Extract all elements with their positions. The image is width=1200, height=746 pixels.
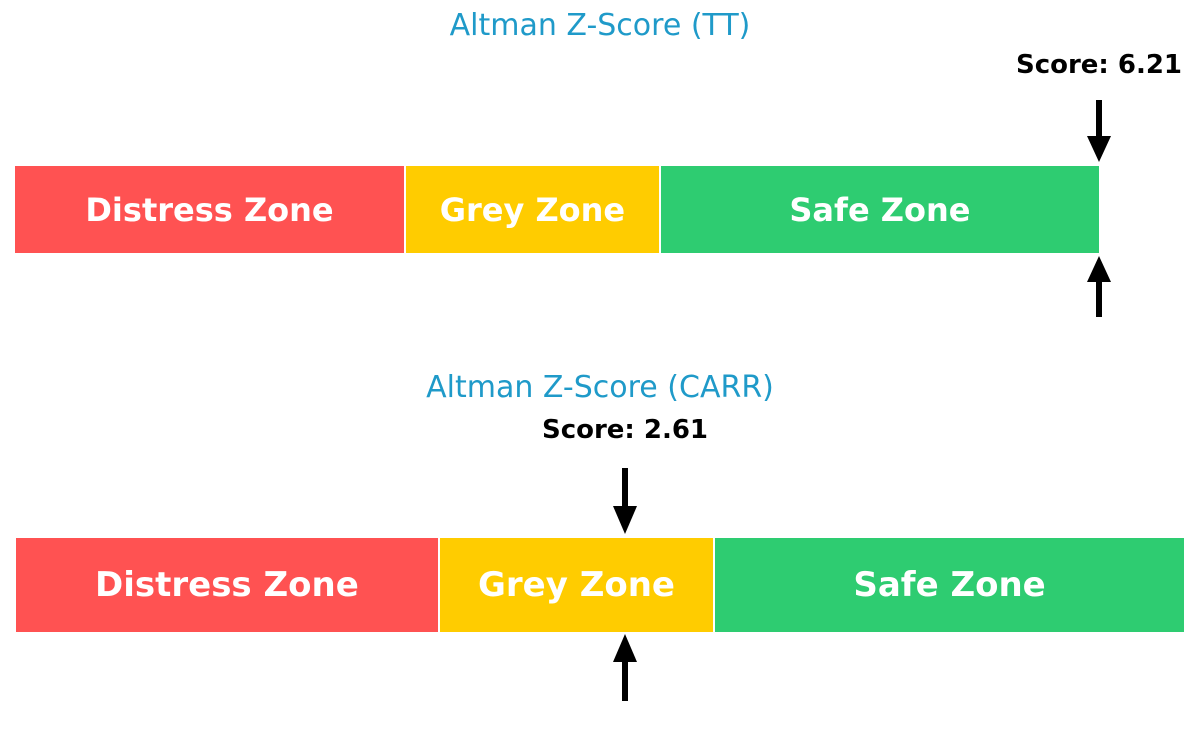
chart-title: Altman Z-Score (CARR) (426, 370, 774, 405)
zone-label: Grey Zone (477, 565, 675, 605)
zone-bar: Distress Zone Grey Zone Safe Zone (15, 166, 1099, 253)
zone-label: Distress Zone (95, 565, 359, 605)
zone-safe: Safe Zone (660, 166, 1099, 253)
zone-grey: Grey Zone (406, 166, 661, 253)
zscore-chart-carr: Altman Z-Score (CARR) Score: 2.61 Distre… (0, 360, 1200, 746)
zone-grey: Grey Zone (439, 538, 716, 632)
zone-label: Safe Zone (789, 190, 971, 229)
zone-distress: Distress Zone (16, 538, 440, 632)
zone-bar: Distress Zone Grey Zone Safe Zone (16, 538, 1184, 632)
chart-title: Altman Z-Score (TT) (449, 8, 751, 43)
zone-safe: Safe Zone (715, 538, 1184, 632)
zone-distress: Distress Zone (15, 166, 406, 253)
zscore-chart-tt: Altman Z-Score (TT) Score: 6.21 Distress… (0, 0, 1200, 360)
score-label: Score: 6.21 (1015, 50, 1183, 80)
zone-label: Safe Zone (853, 565, 1046, 605)
zone-label: Distress Zone (85, 190, 334, 229)
score-label: Score: 2.61 (541, 415, 709, 445)
zone-label: Grey Zone (439, 190, 626, 229)
